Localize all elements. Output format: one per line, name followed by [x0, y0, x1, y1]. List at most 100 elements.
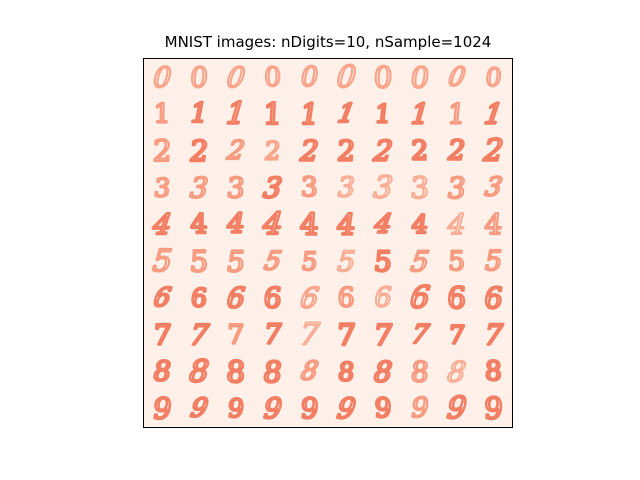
- digit-cell-2-3: 2: [263, 137, 283, 166]
- digit-cell-8-0: 8: [154, 356, 171, 387]
- digit-cell-6-0: 6: [152, 283, 174, 313]
- chart-title: MNIST images: nDigits=10, nSample=1024: [164, 33, 492, 51]
- digit-cell-1-8: 1: [446, 98, 467, 131]
- digit-cell-7-3: 7: [264, 320, 282, 351]
- digit-cell-4-2: 4: [226, 209, 244, 240]
- digit-cell-9-4: 9: [299, 392, 320, 425]
- digit-cell-5-3: 5: [262, 247, 284, 277]
- digit-cell-5-9: 5: [485, 246, 502, 277]
- digit-cell-6-9: 6: [484, 281, 504, 315]
- digit-cell-1-4: 1: [300, 97, 320, 131]
- digit-cell-2-5: 2: [335, 135, 357, 168]
- digit-cell-4-5: 4: [335, 208, 356, 242]
- digit-cell-5-7: 5: [409, 245, 431, 278]
- digit-cell-0-0: 0: [152, 61, 172, 94]
- digit-cell-1-1: 1: [191, 99, 208, 130]
- digit-cell-4-9: 4: [482, 208, 504, 241]
- digit-cell-3-9: 3: [483, 173, 505, 203]
- digit-cell-3-7: 3: [408, 171, 431, 205]
- digit-cell-9-1: 9: [188, 394, 210, 424]
- digit-cell-8-5: 8: [337, 357, 356, 386]
- digit-cell-6-8: 6: [445, 281, 468, 315]
- digit-cell-7-6: 7: [373, 318, 394, 352]
- digit-cell-0-6: 0: [371, 60, 394, 94]
- digit-cell-4-1: 4: [187, 209, 210, 240]
- digit-cell-7-9: 7: [484, 319, 504, 352]
- digit-cell-6-7: 6: [409, 281, 431, 316]
- digit-cell-6-5: 6: [335, 283, 357, 314]
- digit-cell-9-7: 9: [411, 393, 428, 424]
- digit-cell-7-5: 7: [335, 318, 359, 352]
- digit-cell-0-5: 0: [335, 60, 357, 95]
- digit-cell-0-9: 0: [484, 63, 503, 92]
- digit-cell-5-0: 5: [151, 244, 173, 279]
- digit-cell-3-5: 3: [338, 172, 355, 203]
- digit-cell-1-3: 1: [261, 97, 284, 131]
- digit-cell-5-4: 5: [300, 247, 319, 276]
- digit-cell-3-3: 3: [262, 171, 284, 204]
- digit-cell-2-1: 2: [188, 134, 209, 168]
- digit-cell-2-8: 2: [447, 136, 465, 167]
- digit-cell-9-5: 9: [335, 392, 358, 425]
- digit-cell-0-1: 0: [189, 61, 210, 94]
- digit-cell-8-2: 8: [224, 355, 247, 389]
- digit-cell-0-3: 0: [262, 62, 284, 93]
- digit-cell-8-4: 8: [299, 357, 321, 387]
- digit-cell-7-8: 7: [448, 321, 467, 350]
- digit-cell-2-0: 2: [150, 134, 174, 168]
- digit-cell-3-2: 3: [225, 171, 246, 204]
- digit-cell-8-3: 8: [263, 355, 283, 389]
- digit-cell-1-6: 1: [374, 100, 393, 129]
- digit-cell-1-2: 1: [225, 97, 247, 132]
- digit-cell-6-3: 6: [262, 282, 283, 315]
- digit-cell-8-6: 8: [373, 355, 393, 388]
- digit-cell-8-9: 8: [482, 356, 504, 387]
- digit-cell-0-2: 0: [225, 61, 247, 94]
- digit-cell-9-9: 9: [482, 392, 505, 426]
- digit-cell-3-0: 3: [153, 173, 172, 202]
- digit-cell-6-2: 6: [226, 282, 246, 315]
- digit-cell-0-7: 0: [410, 60, 430, 94]
- digit-cell-8-7: 8: [409, 355, 430, 388]
- digit-cell-2-6: 2: [371, 135, 394, 168]
- digit-cell-9-8: 9: [446, 391, 468, 426]
- digit-cell-5-2: 5: [226, 244, 246, 278]
- digit-cell-9-3: 9: [263, 392, 283, 425]
- digit-cell-7-0: 7: [152, 319, 173, 352]
- digit-cell-7-1: 7: [188, 319, 211, 352]
- digit-cell-4-3: 4: [261, 207, 284, 242]
- digit-cell-3-4: 3: [298, 172, 320, 203]
- digit-cell-0-8: 0: [446, 63, 468, 93]
- digit-cell-5-8: 5: [446, 246, 468, 277]
- digit-cell-4-0: 4: [150, 208, 173, 241]
- digit-cell-8-8: 8: [446, 355, 468, 388]
- digit-cell-3-8: 3: [447, 171, 467, 205]
- digit-cell-2-4: 2: [299, 135, 320, 168]
- digit-cell-5-1: 5: [187, 244, 210, 278]
- digit-cell-2-7: 2: [408, 136, 431, 167]
- digit-cell-7-2: 7: [225, 320, 248, 351]
- digit-cell-7-7: 7: [409, 320, 431, 350]
- digit-cell-5-6: 5: [373, 245, 394, 278]
- digit-cell-1-9: 1: [482, 98, 504, 131]
- digit-cell-9-0: 9: [152, 392, 172, 426]
- digit-cell-4-7: 4: [410, 210, 430, 239]
- digit-cell-7-4: 7: [298, 318, 321, 353]
- digit-cell-0-4: 0: [301, 62, 318, 93]
- digit-cell-3-1: 3: [189, 171, 209, 204]
- digit-cell-1-5: 1: [336, 99, 358, 129]
- digit-cell-9-6: 9: [372, 393, 394, 424]
- digit-cell-2-9: 2: [481, 134, 504, 169]
- digit-cell-5-5: 5: [336, 245, 356, 278]
- digit-cell-6-6: 6: [375, 283, 392, 314]
- digit-cell-8-1: 8: [188, 354, 210, 389]
- digit-cell-2-2: 2: [224, 136, 247, 166]
- digit-cell-4-4: 4: [297, 208, 321, 242]
- digit-cell-1-7: 1: [410, 98, 430, 131]
- digit-cell-1-0: 1: [151, 99, 173, 130]
- digit-cell-4-8: 4: [446, 208, 467, 241]
- digit-cell-6-1: 6: [190, 284, 209, 313]
- digit-cell-6-4: 6: [298, 282, 320, 315]
